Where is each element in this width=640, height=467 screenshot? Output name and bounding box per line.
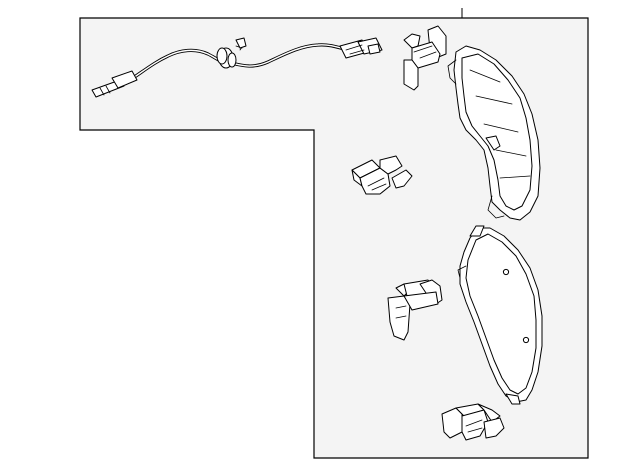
wear-sensor	[91, 37, 383, 98]
pad-hole-upper	[502, 268, 510, 276]
middle-anti-rattle-clip	[351, 155, 413, 195]
bottom-anti-rattle-clip	[441, 403, 505, 441]
right-connector	[339, 37, 383, 59]
pad-hole-lower	[522, 336, 530, 344]
left-connector	[91, 70, 138, 98]
lower-abutment-clip	[387, 279, 443, 341]
background-panel	[79, 17, 589, 459]
inner-brake-pad	[457, 225, 543, 405]
upper-abutment-clip	[403, 25, 447, 91]
cable-grommet	[216, 37, 247, 69]
outer-brake-pad	[447, 45, 541, 221]
